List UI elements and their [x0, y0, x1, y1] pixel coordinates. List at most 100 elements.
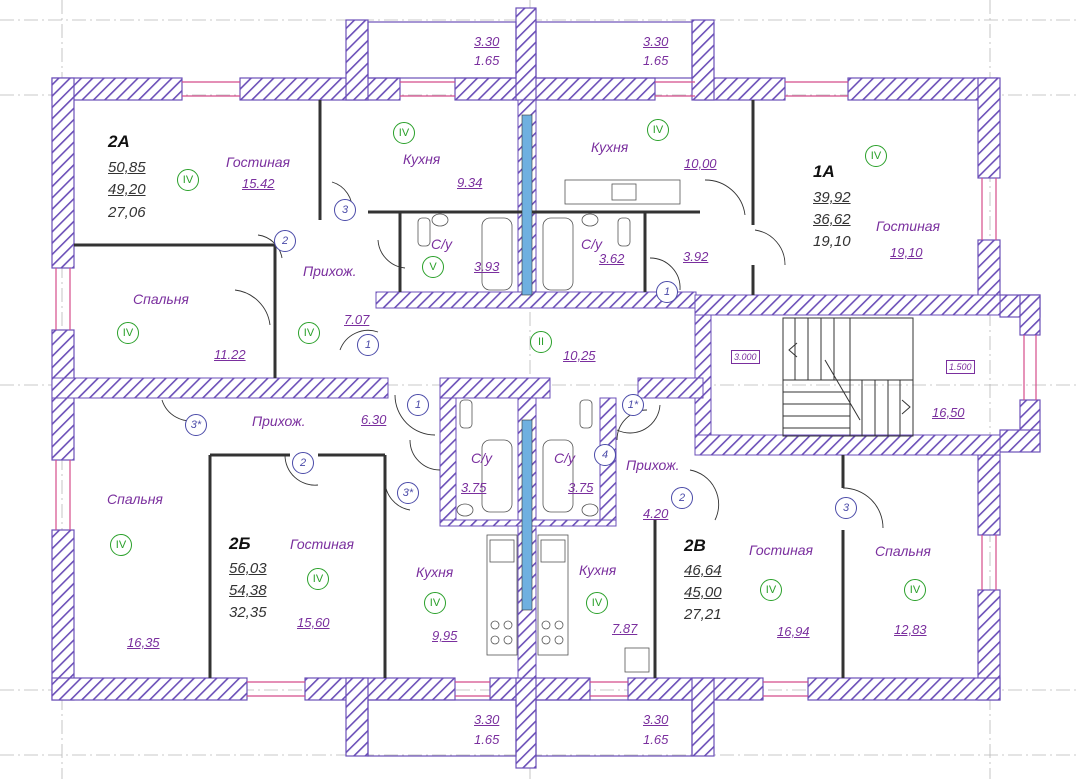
- area-stair: 16,50: [932, 405, 965, 420]
- area-bath-2b: 3.75: [461, 480, 487, 495]
- area-bath-2v: 3.75: [568, 480, 594, 495]
- door-marker: 4: [594, 444, 616, 466]
- zone-marker: IV: [760, 579, 782, 601]
- room-label-hall-2b: Прихож.: [252, 413, 306, 429]
- room-label-bed-2a: Спальня: [133, 291, 189, 307]
- room-label-living-1a: Гостиная: [876, 218, 941, 234]
- balcony-bottom-right-living: 1.65: [643, 732, 669, 747]
- area-living-2a: 15.42: [242, 176, 275, 191]
- area-bath-1a: 3.62: [599, 251, 625, 266]
- door-marker: 3*: [397, 482, 419, 504]
- apartment-2b-living-total: 54,38: [229, 582, 267, 599]
- balcony-top-right-living: 1.65: [643, 53, 669, 68]
- apartment-2b-living: 32,35: [229, 604, 267, 621]
- area-hall-1a: 3.92: [683, 249, 709, 264]
- apartment-2v-total: 46,64: [684, 562, 722, 579]
- zone-marker: IV: [865, 145, 887, 167]
- balconies: [367, 21, 693, 757]
- vent-shafts: [521, 114, 533, 611]
- windows: [55, 81, 1037, 697]
- zone-marker: IV: [904, 579, 926, 601]
- apartment-2v-name: 2В: [684, 536, 706, 555]
- door-marker: 2: [292, 452, 314, 474]
- area-bed-2v: 12,83: [894, 622, 927, 637]
- balcony-top-left-area: 3.30: [474, 34, 500, 49]
- door-marker: 3: [835, 497, 857, 519]
- apartment-1a-living: 19,10: [813, 233, 851, 250]
- area-kitchen-2a: 9.34: [457, 175, 483, 190]
- stair-mark-right: 1.500: [946, 360, 975, 374]
- balcony-top-right-area: 3.30: [643, 34, 669, 49]
- plumbing-fixtures: [417, 179, 681, 673]
- apartment-2a-name: 2А: [108, 132, 130, 151]
- area-bath-2a: 3.93: [474, 259, 500, 274]
- apartment-2b-name: 2Б: [229, 534, 251, 553]
- door-marker: 3*: [185, 414, 207, 436]
- exterior-walls: [51, 7, 1041, 769]
- room-label-bed-2v: Спальня: [875, 543, 931, 559]
- zone-marker: IV: [393, 122, 415, 144]
- zone-marker: II: [530, 331, 552, 353]
- area-corridor: 10,25: [563, 348, 596, 363]
- staircase: [782, 317, 914, 437]
- zone-marker: IV: [307, 568, 329, 590]
- area-hall-2b: 6.30: [361, 412, 387, 427]
- room-label-kitchen-2a: Кухня: [403, 151, 441, 167]
- room-label-bath-2v: С/у: [554, 450, 575, 466]
- room-label-bath-2a: С/у: [431, 236, 452, 252]
- balcony-bottom-right-area: 3.30: [643, 712, 669, 727]
- door-marker: 3: [334, 199, 356, 221]
- area-living-2b: 15,60: [297, 615, 330, 630]
- area-hall-2v: 4.20: [643, 506, 669, 521]
- apartment-2a-living-total: 49,20: [108, 181, 146, 198]
- zone-marker: IV: [647, 119, 669, 141]
- balcony-top-left-living: 1.65: [474, 53, 500, 68]
- room-label-living-2a: Гостиная: [226, 154, 291, 170]
- area-bed-2a: 11.22: [214, 347, 246, 362]
- apartment-2a-living: 27,06: [108, 204, 146, 221]
- room-label-hall-2v: Прихож.: [626, 457, 680, 473]
- room-label-living-2b: Гостиная: [290, 536, 355, 552]
- room-label-kitchen-2v: Кухня: [579, 562, 617, 578]
- area-bed-2b: 16,35: [127, 635, 160, 650]
- door-marker: 1: [656, 281, 678, 303]
- zone-marker: V: [422, 256, 444, 278]
- zone-marker: IV: [586, 592, 608, 614]
- area-living-1a: 19,10: [890, 245, 923, 260]
- apartment-2b-total: 56,03: [229, 560, 267, 577]
- area-living-2v: 16,94: [777, 624, 810, 639]
- room-label-bath-2b: С/у: [471, 450, 492, 466]
- area-hall-2a: 7.07: [344, 312, 370, 327]
- balcony-bottom-left-living: 1.65: [474, 732, 500, 747]
- zone-marker: IV: [110, 534, 132, 556]
- area-kitchen-1a: 10,00: [684, 156, 717, 171]
- partitions: [74, 100, 845, 678]
- zone-marker: IV: [298, 322, 320, 344]
- apartment-1a-name: 1А: [813, 162, 835, 181]
- door-marker: 1*: [622, 394, 644, 416]
- stair-mark-left: 3.000: [731, 350, 760, 364]
- room-label-living-2v: Гостиная: [749, 542, 814, 558]
- door-marker: 2: [671, 487, 693, 509]
- area-kitchen-2v: 7.87: [612, 621, 638, 636]
- room-label-bath-1a: С/у: [581, 236, 602, 252]
- zone-marker: IV: [424, 592, 446, 614]
- door-marker: 2: [274, 230, 296, 252]
- apartment-2a-total: 50,85: [108, 159, 146, 176]
- door-marker: 1: [357, 334, 379, 356]
- room-label-bed-2b: Спальня: [107, 491, 163, 507]
- zone-marker: IV: [177, 169, 199, 191]
- door-marker: 1: [407, 394, 429, 416]
- balcony-bottom-left-area: 3.30: [474, 712, 500, 727]
- area-kitchen-2b: 9,95: [432, 628, 458, 643]
- room-label-kitchen-2b: Кухня: [416, 564, 454, 580]
- apartment-1a-total: 39,92: [813, 189, 851, 206]
- apartment-1a-living-total: 36,62: [813, 211, 851, 228]
- interior-walls: [51, 99, 1001, 679]
- room-label-kitchen-1a: Кухня: [591, 139, 629, 155]
- apartment-2v-living: 27,21: [684, 606, 722, 623]
- zone-marker: IV: [117, 322, 139, 344]
- room-label-hall-2a: Прихож.: [303, 263, 357, 279]
- door-swings: [161, 179, 884, 529]
